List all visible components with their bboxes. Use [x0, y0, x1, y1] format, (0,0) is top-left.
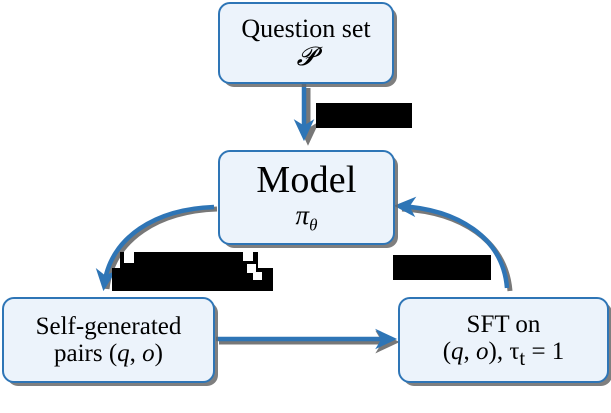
redaction-right-label	[393, 255, 491, 280]
node-model-line2: πθ	[296, 201, 318, 235]
node-sft-tau: τ	[509, 337, 520, 365]
node-self-generated-prefix: pairs (	[54, 340, 118, 367]
node-sft[interactable]: SFT on (q, o), τt = 1	[398, 297, 609, 383]
node-sft-line2: (q, o), τt = 1	[443, 338, 565, 369]
node-sft-line1: SFT on	[466, 310, 541, 338]
redaction-top-label	[316, 103, 412, 128]
node-model[interactable]: Model πθ	[218, 150, 395, 245]
node-sft-q: q	[451, 337, 464, 365]
node-self-generated-o: o	[142, 340, 155, 367]
node-model-theta: θ	[309, 215, 318, 235]
redaction-left-notch-3	[253, 272, 262, 280]
redaction-left-notch-4	[124, 252, 134, 263]
node-self-generated-suffix: )	[154, 340, 163, 367]
redaction-left-notch-1	[243, 252, 253, 261]
node-sft-o: o	[476, 337, 489, 365]
node-question-set-line1: Question set	[241, 13, 371, 43]
node-self-generated-pairs[interactable]: Self-generated pairs (q, o)	[2, 297, 215, 383]
node-sft-mid: ),	[488, 337, 510, 365]
node-sft-sep: ,	[463, 337, 477, 365]
node-sft-eq: = 1	[525, 337, 565, 365]
node-self-generated-line2: pairs (q, o)	[54, 340, 163, 367]
redaction-left-notch-2	[247, 264, 256, 273]
node-model-pi: π	[295, 200, 310, 231]
node-question-set-line2: 𝓟	[296, 42, 316, 71]
node-question-set[interactable]: Question set 𝓟	[218, 2, 394, 84]
node-self-generated-q: q	[117, 340, 130, 367]
node-self-generated-line1: Self-generated	[35, 313, 182, 340]
node-model-line1: Model	[256, 159, 357, 202]
node-sft-tau-sub: t	[519, 345, 526, 370]
node-sft-prefix: (	[442, 337, 452, 365]
node-self-generated-sep: ,	[129, 340, 143, 367]
